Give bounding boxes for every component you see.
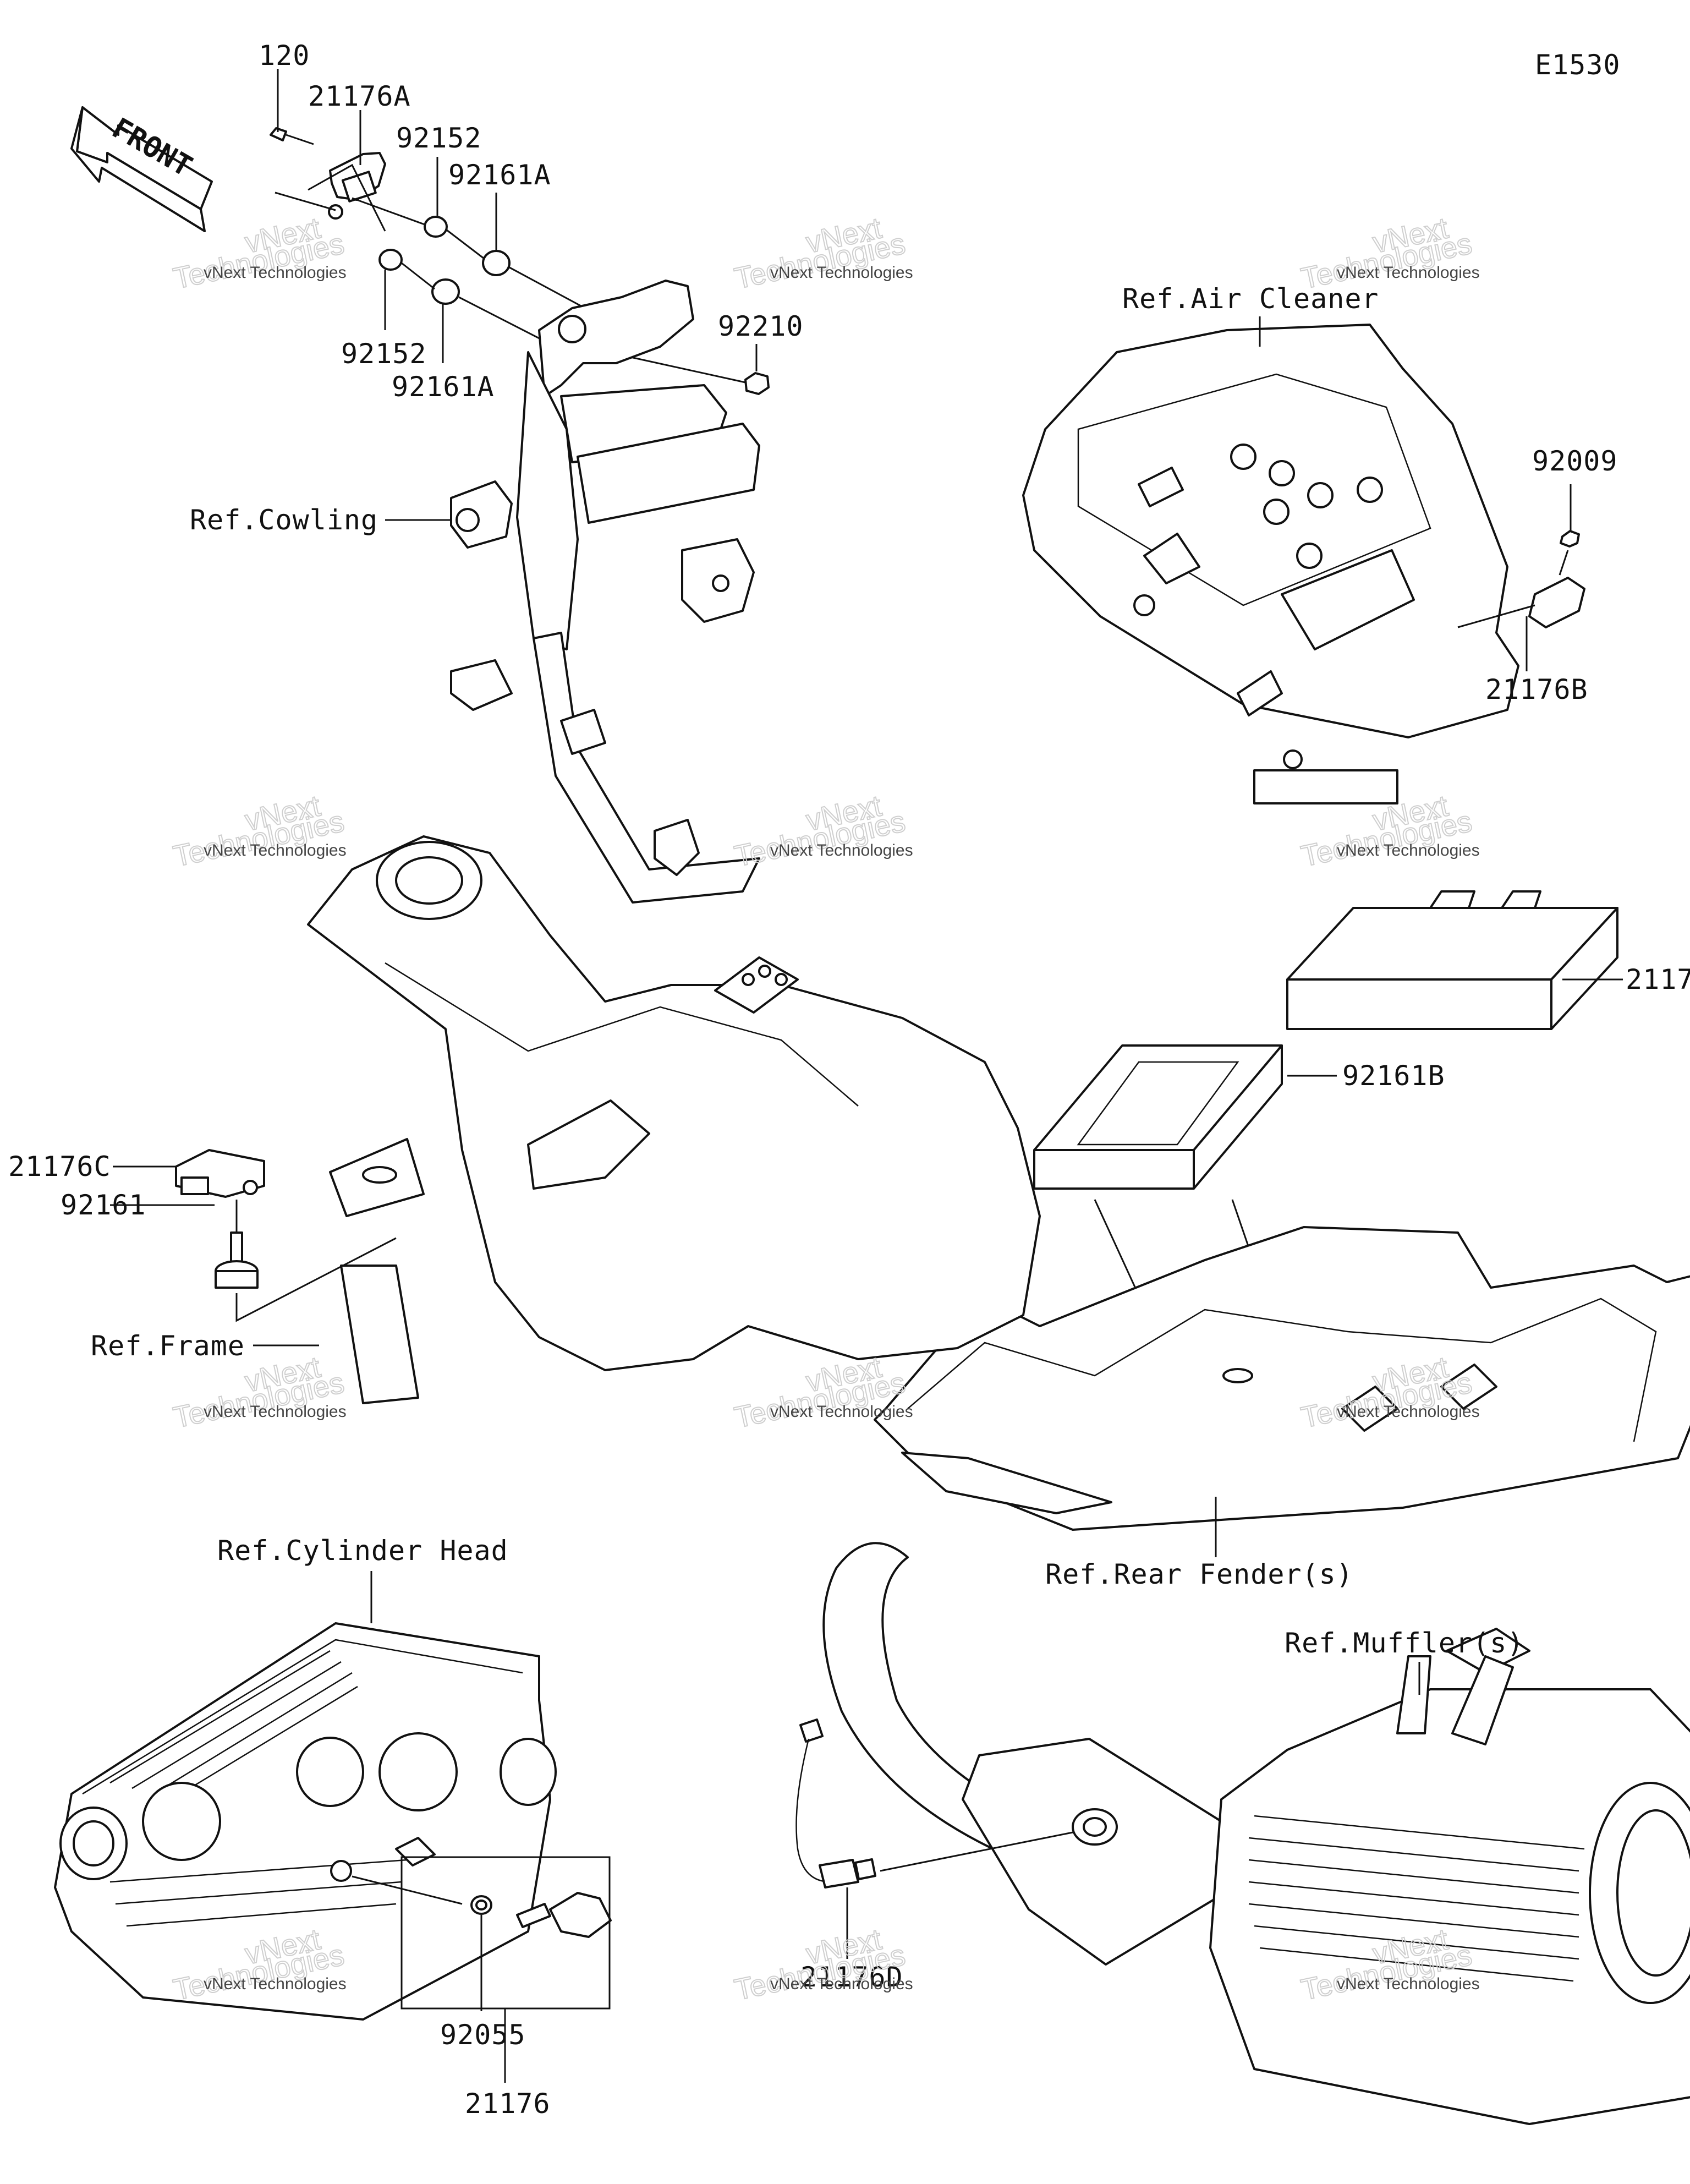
cylinder-head-drawing — [54, 1622, 557, 2021]
label-92152-top: 92152 — [396, 122, 482, 154]
watermark-text: vNext Technologies — [770, 841, 913, 860]
label-92009: 92009 — [1532, 445, 1618, 477]
label-ref-muffler: Ref.Muffler(s) — [1285, 1627, 1524, 1659]
label-ref-rear-fender: Ref.Rear Fender(s) — [1045, 1558, 1353, 1590]
watermark-text: vNext Technologies — [204, 1975, 347, 1993]
label-21176D: 21176D — [800, 1961, 903, 1993]
label-21176C: 21176C — [8, 1151, 111, 1183]
label-ref-cowling: Ref.Cowling — [190, 504, 378, 536]
watermark-text: vNext Technologies — [1337, 841, 1480, 860]
watermark-text: vNext Technologies — [1337, 1975, 1480, 1993]
cowling-stay-drawing — [450, 280, 760, 904]
watermark-text: vNext Technologies — [1337, 264, 1480, 282]
label-21175A: 21175/A — [1626, 964, 1690, 995]
watermark-text: vNext Technologies — [204, 841, 347, 860]
label-92210: 92210 — [718, 310, 804, 342]
label-120: 120 — [259, 40, 310, 72]
label-ref-air-cleaner: Ref.Air Cleaner — [1122, 283, 1379, 315]
watermark-text: vNext Technologies — [770, 1975, 913, 1993]
label-21176A: 21176A — [308, 80, 411, 112]
sensor-21176A-group — [270, 127, 770, 395]
air-cleaner-drawing — [1022, 324, 1585, 804]
label-21176B: 21176B — [1485, 674, 1588, 705]
ecu-unit-drawing — [1033, 890, 1618, 1404]
front-arrow-icon: FRONT — [70, 106, 213, 232]
watermark-text: vNext Technologies — [1337, 1403, 1480, 1421]
exhaust-muffler-drawing — [795, 1542, 1690, 2125]
watermark-text: vNext Technologies — [204, 264, 347, 282]
rear-fender-drawing — [874, 1226, 1690, 1531]
label-92161B: 92161B — [1342, 1060, 1445, 1092]
leader-lines — [110, 69, 1623, 2083]
label-92161: 92161 — [61, 1189, 146, 1221]
watermark-text: vNext Technologies — [204, 1403, 347, 1421]
diagram-code: E1530 — [1535, 49, 1621, 81]
label-ref-frame: Ref.Frame — [91, 1330, 245, 1362]
watermark-text: vNext Technologies — [770, 1403, 913, 1421]
label-92055: 92055 — [440, 2019, 526, 2051]
label-92161A-top: 92161A — [448, 159, 551, 191]
frame-drawing — [175, 835, 1041, 1404]
label-ref-cylinder-head: Ref.Cylinder Head — [217, 1535, 508, 1567]
watermark-text: vNext Technologies — [770, 264, 913, 282]
part-labels: 120 21176A 92152 92161A 92152 92161A 922… — [8, 40, 1690, 2120]
label-92152-bottom: 92152 — [341, 338, 427, 370]
label-92161A-bottom: 92161A — [392, 371, 495, 403]
label-21176: 21176 — [465, 2088, 551, 2120]
sensor-21176-group — [352, 1856, 612, 2010]
